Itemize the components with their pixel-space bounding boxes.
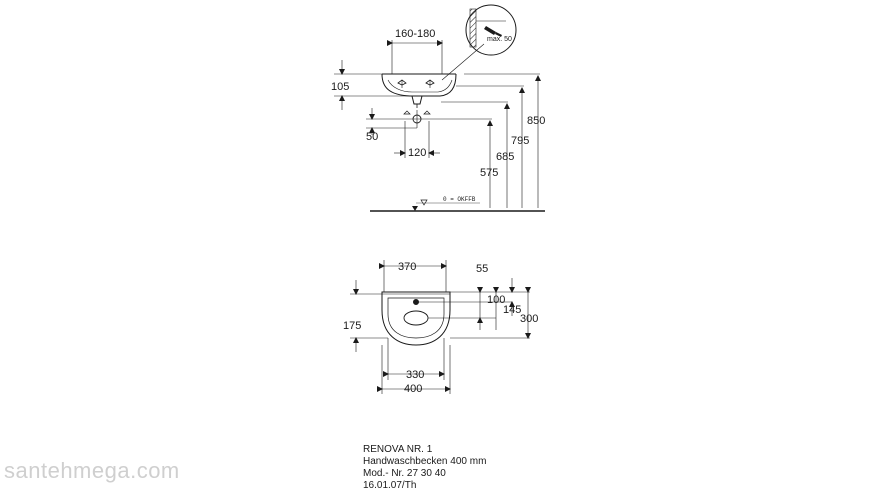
width-370-label: 370 <box>398 261 416 273</box>
width-330-label: 330 <box>406 369 424 381</box>
model-number: Mod.- Nr. 27 30 40 <box>363 468 446 479</box>
floor-label: 0 = OKFFB <box>443 196 476 203</box>
height-850-label: 850 <box>527 115 545 127</box>
height-795-label: 795 <box>511 135 529 147</box>
dim-100-label: 100 <box>487 294 505 306</box>
side-view <box>334 4 545 212</box>
spacing-120-label: 120 <box>408 147 426 159</box>
watermark: santehmega.com <box>4 458 180 483</box>
max-screw-label: max. 50 <box>487 36 512 43</box>
top-height-label: 105 <box>331 81 349 93</box>
title-block: RENOVA NR. 1 Handwaschbecken 400 mm Mod.… <box>363 444 486 492</box>
height-575-label: 575 <box>480 167 498 179</box>
offset-50-label: 50 <box>366 131 378 143</box>
product-description: Handwaschbecken 400 mm <box>363 456 487 467</box>
dim-145-label: 145 <box>503 304 521 316</box>
width-400-label: 400 <box>404 383 422 395</box>
hole-spacing-label: 160-180 <box>395 28 435 40</box>
height-685-label: 685 <box>496 151 514 163</box>
drawing-date: 16.01.07/Th <box>363 480 417 491</box>
dim-175-label: 175 <box>343 320 361 332</box>
top-view <box>350 260 531 394</box>
screw-detail <box>469 8 506 48</box>
product-name: RENOVA NR. 1 <box>363 444 433 455</box>
dim-300-label: 300 <box>520 313 538 325</box>
dim-55-label: 55 <box>476 263 488 275</box>
